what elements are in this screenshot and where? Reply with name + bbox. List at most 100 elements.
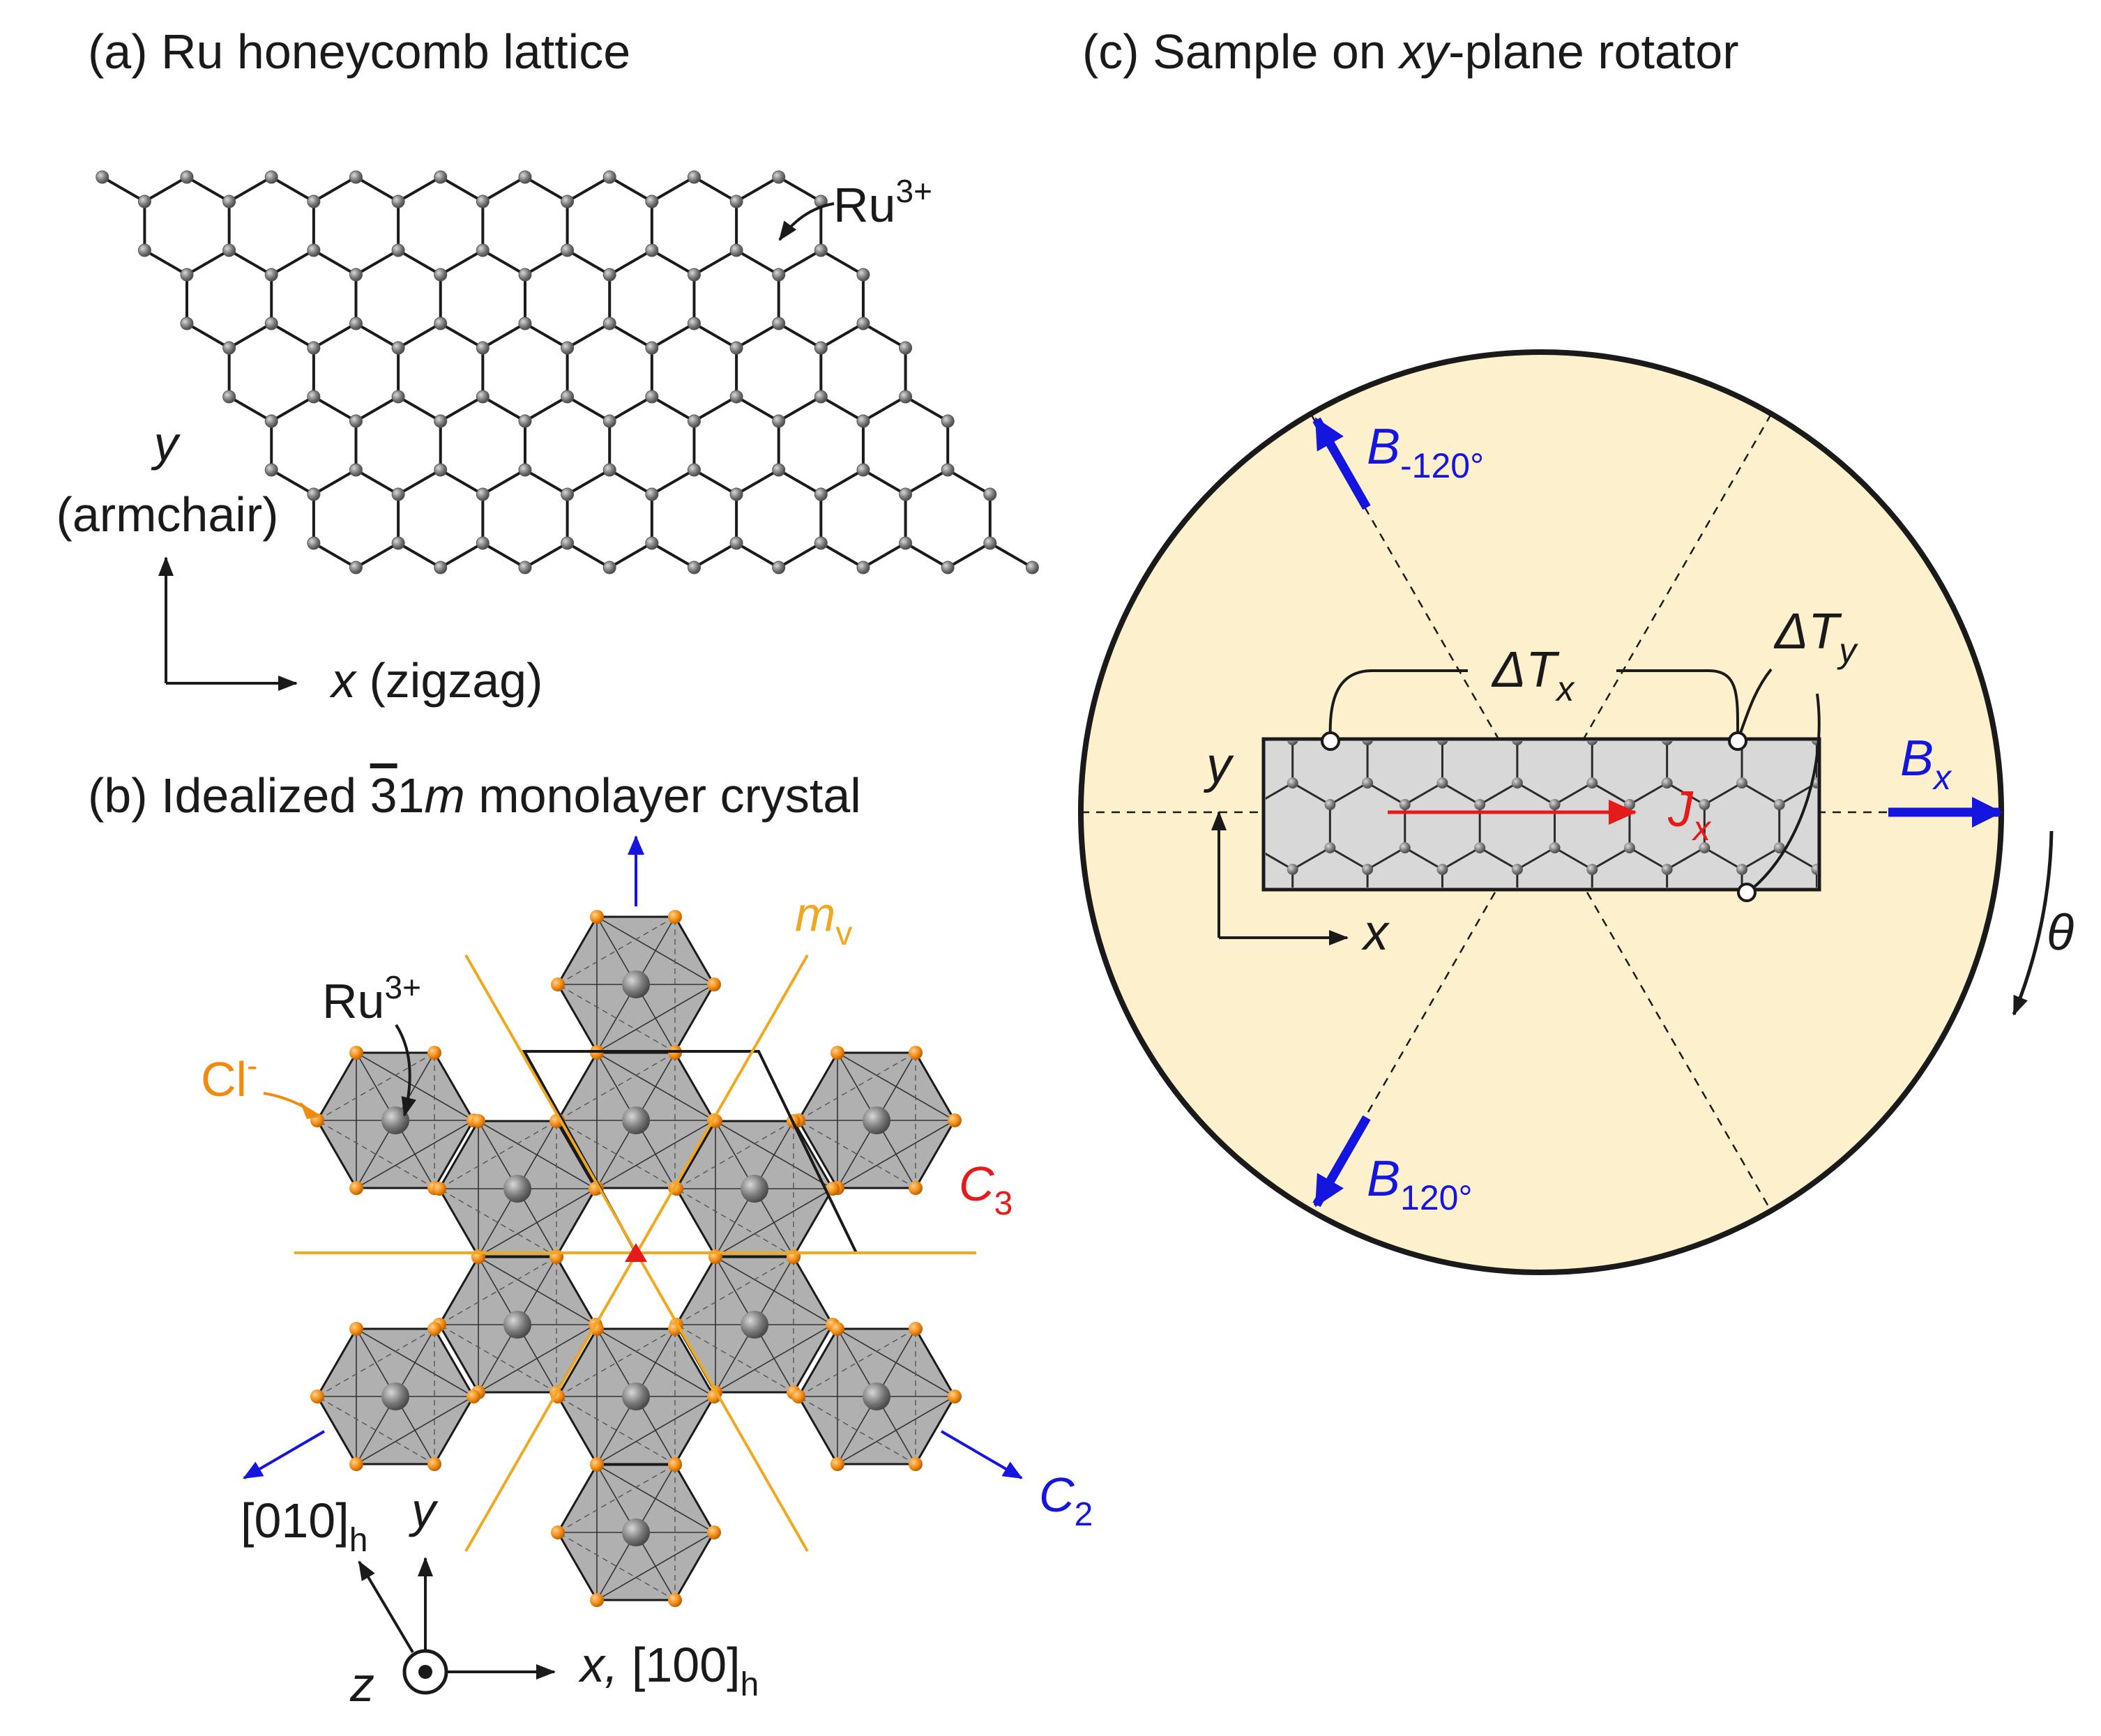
ru-atom	[96, 170, 109, 184]
ru-bond	[482, 322, 526, 349]
sample-bond	[1704, 846, 1743, 871]
ru-atom	[434, 268, 448, 282]
sample-ru-atom	[1362, 777, 1374, 789]
ru-bond	[862, 322, 907, 349]
sample-ru-atom	[1436, 864, 1448, 875]
ru-bond	[904, 395, 949, 422]
ru-atom	[899, 487, 913, 501]
sample-ru-atom	[1362, 741, 1373, 745]
ru-bond	[904, 542, 949, 569]
axis-x-label-b: x, [100]h	[578, 1638, 759, 1703]
sample-ru-atom	[1623, 842, 1635, 853]
ru-atom	[518, 170, 532, 184]
octahedron-face	[356, 1051, 475, 1189]
ru-atom	[687, 170, 701, 184]
ru-bond	[820, 322, 864, 349]
ru-bond	[947, 542, 991, 569]
octahedra-crystal	[310, 910, 962, 1607]
ru-atom	[307, 390, 321, 404]
sample-honeycomb	[1266, 741, 1817, 888]
sample-bond	[1367, 782, 1406, 806]
sample-bond	[1441, 782, 1480, 806]
ru-bond	[439, 542, 484, 569]
ru-label-a: Ru3+	[833, 173, 932, 232]
sample-ru-atom	[1736, 864, 1748, 875]
ru-atom	[561, 390, 575, 404]
sample-ru-atom	[1324, 799, 1336, 810]
ru-atom	[602, 317, 616, 330]
cl-atom	[707, 977, 721, 991]
octahedron-face	[837, 1327, 956, 1465]
dtx-label: ΔTx	[1491, 642, 1575, 708]
cl-atom	[590, 1458, 604, 1472]
ru-atom	[503, 1311, 531, 1339]
ru-atom	[518, 561, 532, 574]
ru-bond	[651, 542, 695, 569]
ru-atom	[307, 341, 321, 355]
ru-bond	[482, 176, 526, 203]
ru-bond	[524, 395, 568, 422]
ru-atom	[476, 390, 490, 404]
ru-atom	[729, 195, 743, 208]
ru-atom	[476, 195, 490, 208]
cl-atom	[349, 1046, 363, 1060]
ru-bond	[693, 469, 738, 496]
ru-bond	[693, 249, 738, 276]
panel-b-title: (b) Idealized 31m monolayer crystal	[88, 768, 861, 823]
cl-atom	[909, 1322, 923, 1337]
ru-atom	[814, 536, 828, 550]
ru-bond	[566, 395, 611, 422]
sample-ru-atom	[1811, 741, 1817, 745]
theta-label: θ	[2047, 905, 2074, 961]
ru-bond	[862, 469, 907, 496]
sample-ru-atom	[1773, 842, 1785, 853]
ru-atom	[264, 414, 278, 428]
ru-bond	[228, 249, 273, 276]
cl-atom	[551, 977, 565, 991]
ru-atom	[434, 561, 448, 574]
panel-b: (b) Idealized 31m monolayer crystal C3 m…	[88, 768, 1093, 1712]
ru-atom	[434, 414, 448, 428]
ru-atom	[941, 463, 955, 477]
dty-wire-top	[1736, 668, 1773, 742]
ru-bond	[355, 176, 400, 203]
ru-bond	[566, 542, 611, 569]
ru-atom	[307, 195, 321, 208]
field-neg120-label: B-120°	[1367, 419, 1484, 485]
ru-bond	[397, 469, 441, 496]
octahedron-face	[715, 1120, 834, 1258]
cl-atom	[826, 1182, 840, 1196]
sample-ru-atom	[1287, 864, 1298, 875]
ru-atom	[381, 1383, 409, 1410]
cl-atom	[427, 1322, 441, 1337]
ru-atom	[137, 243, 151, 257]
axis-y-armchair: (armchair)	[56, 487, 279, 542]
ru-atom	[645, 341, 659, 355]
sample-ru-atom	[1474, 842, 1486, 853]
ru-atom	[687, 414, 701, 428]
ru-atom	[772, 170, 786, 184]
octahedron-face	[596, 1051, 715, 1189]
sample-bond	[1554, 782, 1593, 806]
ru-bond	[355, 542, 400, 569]
ru-atom	[814, 243, 828, 257]
axis-z-label-b: z	[349, 1657, 374, 1712]
sample-bond	[1367, 846, 1406, 871]
ru-atom	[391, 243, 405, 257]
ru-atom	[687, 317, 701, 330]
axis-y-label-b: y	[409, 1483, 439, 1537]
ru-bond	[271, 469, 314, 496]
ru-bond	[144, 176, 188, 203]
ru-atom	[687, 561, 701, 574]
sample-bond	[1404, 846, 1443, 871]
ru-bond	[736, 395, 780, 422]
ru-bond	[271, 249, 314, 276]
jx-label: Jx	[1667, 782, 1712, 848]
panel-c: (c) Sample on xy-plane rotator Jx ΔTx ΔT…	[1078, 24, 2074, 1275]
cl-atom	[590, 1322, 604, 1337]
sample-ru-atom	[1661, 864, 1673, 875]
ru-bond	[862, 395, 907, 422]
sample-bond	[1666, 782, 1706, 806]
ru-bond	[482, 542, 526, 569]
cl-atom	[590, 1592, 604, 1607]
